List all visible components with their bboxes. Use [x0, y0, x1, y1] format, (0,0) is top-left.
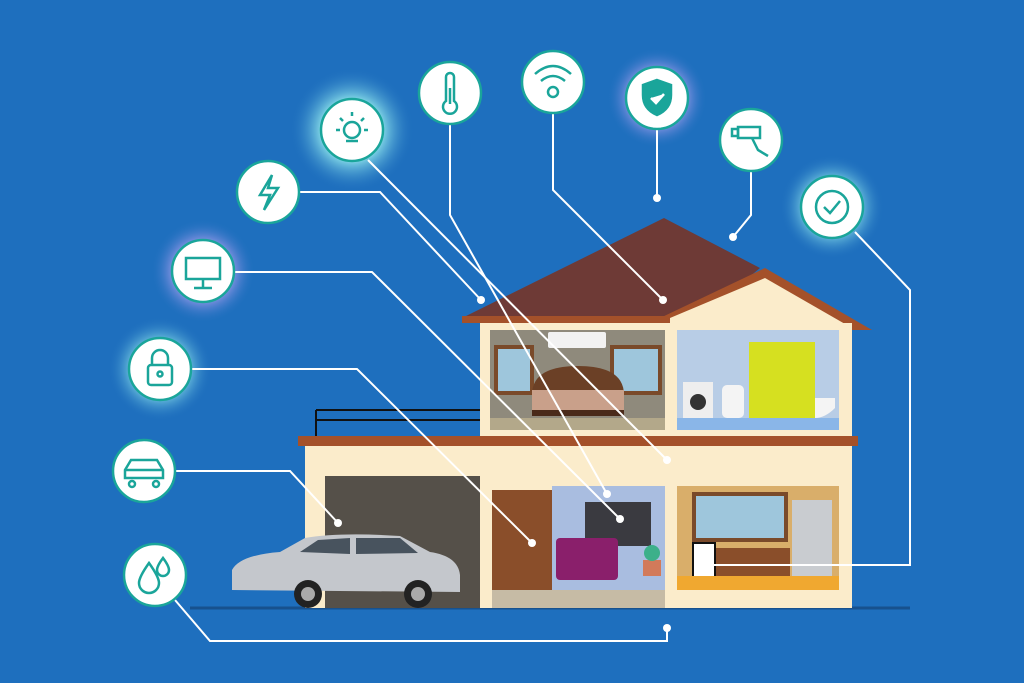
- shower-curtain: [749, 342, 815, 418]
- roof: [462, 218, 760, 318]
- connector-lines: [174, 114, 911, 642]
- car-icon[interactable]: [111, 438, 177, 504]
- security-camera-icon[interactable]: [718, 107, 784, 173]
- clock-icon[interactable]: [799, 174, 865, 240]
- thermometer-icon[interactable]: [417, 60, 483, 126]
- monitor-icon[interactable]: [170, 238, 236, 304]
- water-drops-icon[interactable]: [122, 542, 188, 608]
- wifi-icon[interactable]: [520, 49, 586, 115]
- lightning-icon[interactable]: [235, 159, 301, 225]
- fridge: [792, 500, 832, 578]
- stove: [692, 542, 716, 579]
- light-bulb-icon[interactable]: [319, 97, 385, 163]
- front-door: [492, 490, 552, 590]
- shield-icon[interactable]: [624, 65, 690, 131]
- lock-icon[interactable]: [127, 336, 193, 402]
- sofa: [556, 538, 618, 580]
- car: [232, 534, 460, 608]
- connector-dots: [334, 194, 737, 632]
